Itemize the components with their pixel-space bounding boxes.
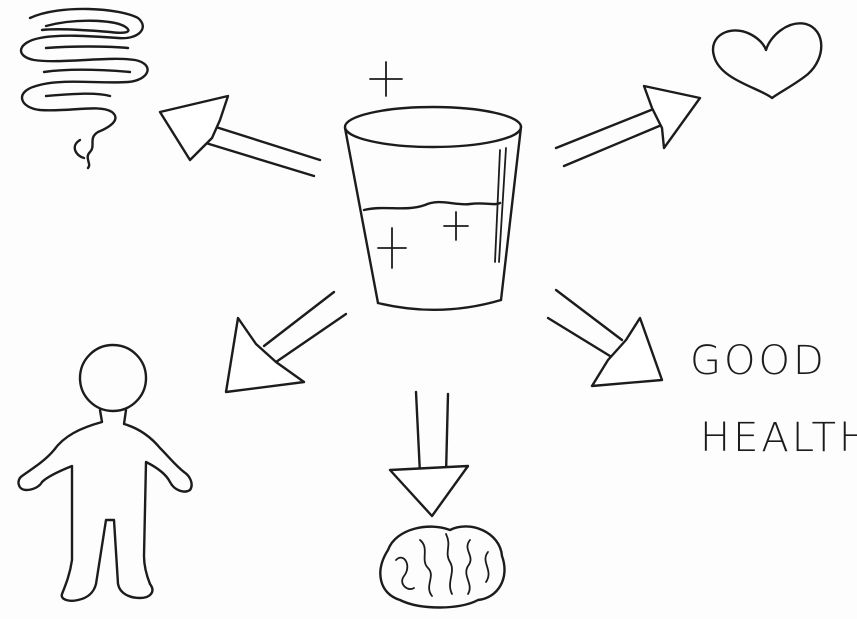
water-glass-icon	[345, 62, 521, 310]
arrow-to-heart	[556, 86, 700, 166]
brain-icon	[380, 526, 504, 607]
intestines-icon	[21, 9, 148, 168]
heart-icon	[713, 23, 821, 98]
arrow-to-brain	[390, 392, 468, 516]
person-icon	[19, 345, 192, 601]
health-label: HEALTH	[700, 415, 857, 461]
arrow-to-good-health	[548, 290, 662, 386]
arrow-to-intestines	[160, 96, 320, 176]
arrow-to-person	[226, 292, 346, 392]
good-label: GOOD	[690, 338, 827, 384]
